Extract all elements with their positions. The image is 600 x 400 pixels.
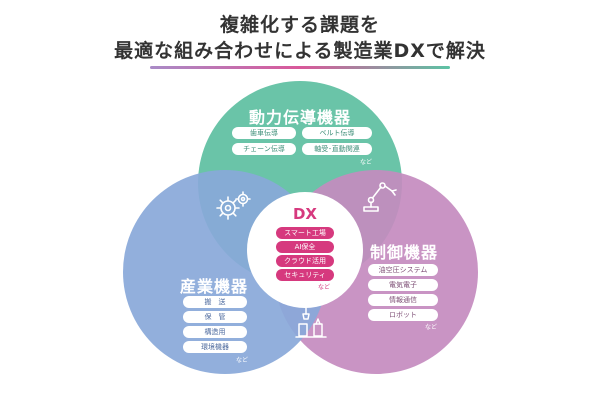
center-item-1: スマート工場 — [276, 227, 334, 239]
gears-icon — [216, 191, 251, 220]
right-circle-title: 制御機器 — [369, 243, 438, 262]
left-note: など — [236, 357, 249, 364]
robot-arm-icon — [363, 182, 397, 212]
right-item-1: 油空圧システム — [368, 264, 438, 276]
right-item-2: 電気電子 — [368, 279, 438, 291]
top-item-2: ベルト伝導 — [302, 127, 372, 139]
center-item-3: クラウド活用 — [276, 255, 334, 267]
top-item-1: 歯車伝導 — [232, 127, 296, 139]
left-circle-title: 産業機器 — [179, 277, 248, 296]
center-title: DX — [292, 205, 318, 223]
right-note: など — [425, 324, 438, 331]
top-circle-title: 動力伝導機器 — [248, 108, 351, 127]
right-item-3: 情報通信 — [368, 294, 438, 306]
left-item-3: 構造用 — [183, 326, 247, 338]
center-note: など — [318, 284, 331, 291]
factory-equipment-icon — [295, 305, 327, 338]
left-item-1: 搬 送 — [183, 296, 247, 308]
center-item-2: AI保全 — [276, 241, 334, 253]
title-line-2: 最適な組み合わせによる製造業DXで解決 — [114, 40, 486, 62]
top-item-4: 軸受･直動関連 — [302, 143, 372, 155]
title-line-1: 複雑化する課題を — [219, 14, 380, 36]
left-item-2: 保 管 — [183, 311, 247, 323]
title-underline — [150, 66, 450, 69]
top-item-3: チェーン伝導 — [232, 143, 296, 155]
right-item-4: ロボット — [368, 309, 438, 321]
header: 複雑化する課題を 最適な組み合わせによる製造業DXで解決 — [0, 0, 600, 64]
left-item-4: 環境機器 — [183, 341, 247, 353]
center-item-4: セキュリティ — [276, 269, 334, 281]
top-note: など — [360, 159, 373, 166]
